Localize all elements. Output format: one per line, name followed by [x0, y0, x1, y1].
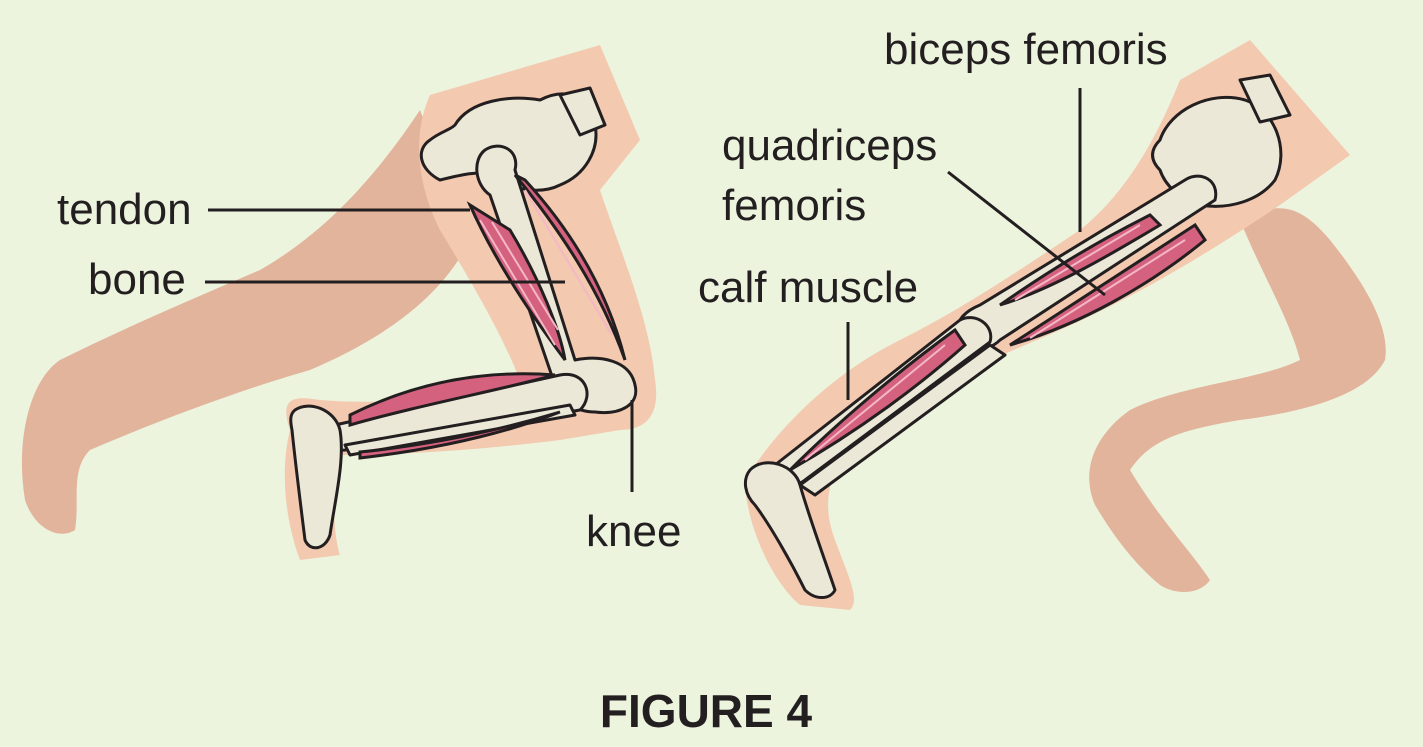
right-leg-figure: [743, 40, 1386, 610]
left-leg-figure: [21, 45, 657, 560]
left-pelvis-bone: [419, 92, 598, 192]
left-foot-bones: [289, 404, 343, 550]
right-foot-bones: [743, 461, 837, 599]
left-fibula-bone: [343, 403, 577, 457]
right-sacrum-bone: [1238, 73, 1292, 124]
right-far-leg-silhouette: [1089, 208, 1386, 592]
left-sacrum-bone: [558, 86, 607, 137]
quadriceps-femoris-label-line1: quadriceps: [722, 121, 937, 170]
calf-muscle-label: calf muscle: [698, 263, 918, 312]
biceps-femoris-label: biceps femoris: [884, 25, 1168, 74]
quadriceps-femoris-label-line2: femoris: [722, 181, 866, 230]
bone-label: bone: [88, 255, 186, 304]
knee-label: knee: [586, 507, 681, 556]
left-quadriceps-muscle: [513, 173, 627, 361]
left-calf-muscle: [348, 372, 556, 427]
left-far-leg-silhouette: [21, 110, 470, 534]
quadriceps-femoris-pointer-line: [947, 170, 1106, 297]
left-calf-lower-muscle: [358, 410, 561, 460]
right-fibula-bone: [798, 343, 1007, 497]
figure-caption: FIGURE 4: [600, 685, 813, 737]
right-biceps-femoris-muscle: [1009, 222, 1208, 347]
tendon-label: tendon: [57, 185, 192, 234]
